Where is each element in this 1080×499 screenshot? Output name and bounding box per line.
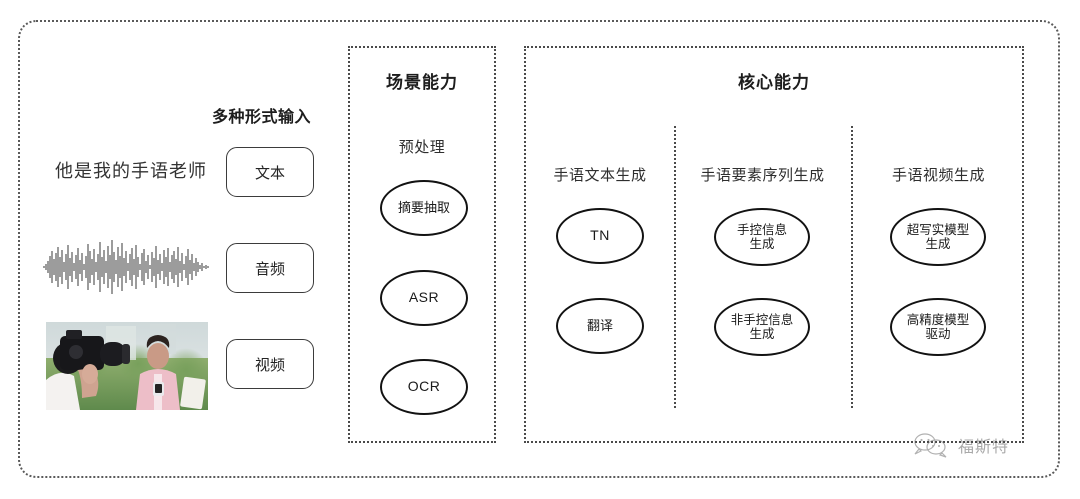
sample-sentence-text: 他是我的手语老师 — [55, 161, 207, 181]
core-node-label: TN — [590, 227, 610, 244]
diagram-outer-frame — [18, 20, 1060, 478]
scene-node-ocr[interactable]: OCR — [380, 359, 468, 415]
input-modality-video-label: 视频 — [254, 356, 285, 374]
core-capability-panel: 核心能力 手语文本生成 TN 翻译 手语要素序列生成 手控信息生成 非手控信息生… — [524, 46, 1024, 443]
core-column-sign-text-generation: 手语文本生成 TN 翻译 — [526, 48, 674, 441]
core-node-translation[interactable]: 翻译 — [556, 298, 644, 354]
wechat-bubble-icon — [914, 433, 947, 458]
input-modality-text-label: 文本 — [254, 164, 285, 182]
core-node-high-precision-model-driving[interactable]: 高精度模型驱动 — [890, 298, 986, 356]
scene-node-summary-extraction[interactable]: 摘要抽取 — [380, 180, 468, 236]
input-modality-audio-label: 音频 — [254, 260, 285, 278]
scene-capability-panel: 场景能力 预处理 摘要抽取 ASR OCR — [348, 46, 496, 443]
core-column-title: 手语视频生成 — [891, 167, 985, 184]
watermark: 福斯特 — [912, 432, 1009, 458]
input-modality-video[interactable]: 视频 — [226, 339, 314, 389]
core-column-divider-2 — [851, 126, 853, 408]
scene-node-asr[interactable]: ASR — [380, 270, 468, 326]
input-modality-text[interactable]: 文本 — [226, 147, 314, 197]
input-section-heading: 多种形式输入 — [212, 109, 312, 126]
core-node-manual-info-generation[interactable]: 手控信息生成 — [714, 208, 810, 266]
core-capability-title: 核心能力 — [738, 73, 810, 92]
scene-capability-subtitle: 预处理 — [398, 139, 446, 156]
scene-node-label: 摘要抽取 — [397, 199, 450, 215]
core-node-tn[interactable]: TN — [556, 208, 644, 264]
core-node-label: 手控信息生成 — [736, 223, 787, 251]
scene-node-label: OCR — [407, 378, 441, 395]
core-node-label: 非手控信息生成 — [730, 313, 794, 341]
core-node-label: 超写实模型生成 — [906, 223, 970, 251]
scene-node-label: ASR — [408, 289, 440, 306]
core-node-non-manual-info-generation[interactable]: 非手控信息生成 — [714, 298, 810, 356]
core-node-label: 高精度模型驱动 — [906, 313, 970, 341]
core-column-sign-element-sequence-generation: 手语要素序列生成 手控信息生成 非手控信息生成 — [674, 48, 851, 441]
input-modality-audio[interactable]: 音频 — [226, 243, 314, 293]
core-column-title: 手语要素序列生成 — [700, 167, 825, 184]
core-column-title: 手语文本生成 — [553, 167, 647, 184]
audio-waveform-icon — [43, 240, 209, 294]
scene-capability-title: 场景能力 — [386, 73, 458, 92]
core-column-sign-video-generation: 手语视频生成 超写实模型生成 高精度模型驱动 — [851, 48, 1026, 441]
watermark-text: 福斯特 — [958, 439, 1010, 456]
video-thumbnail — [46, 322, 208, 410]
core-column-divider-1 — [674, 126, 676, 408]
core-node-photorealistic-model-generation[interactable]: 超写实模型生成 — [890, 208, 986, 266]
core-node-label: 翻译 — [586, 317, 613, 333]
